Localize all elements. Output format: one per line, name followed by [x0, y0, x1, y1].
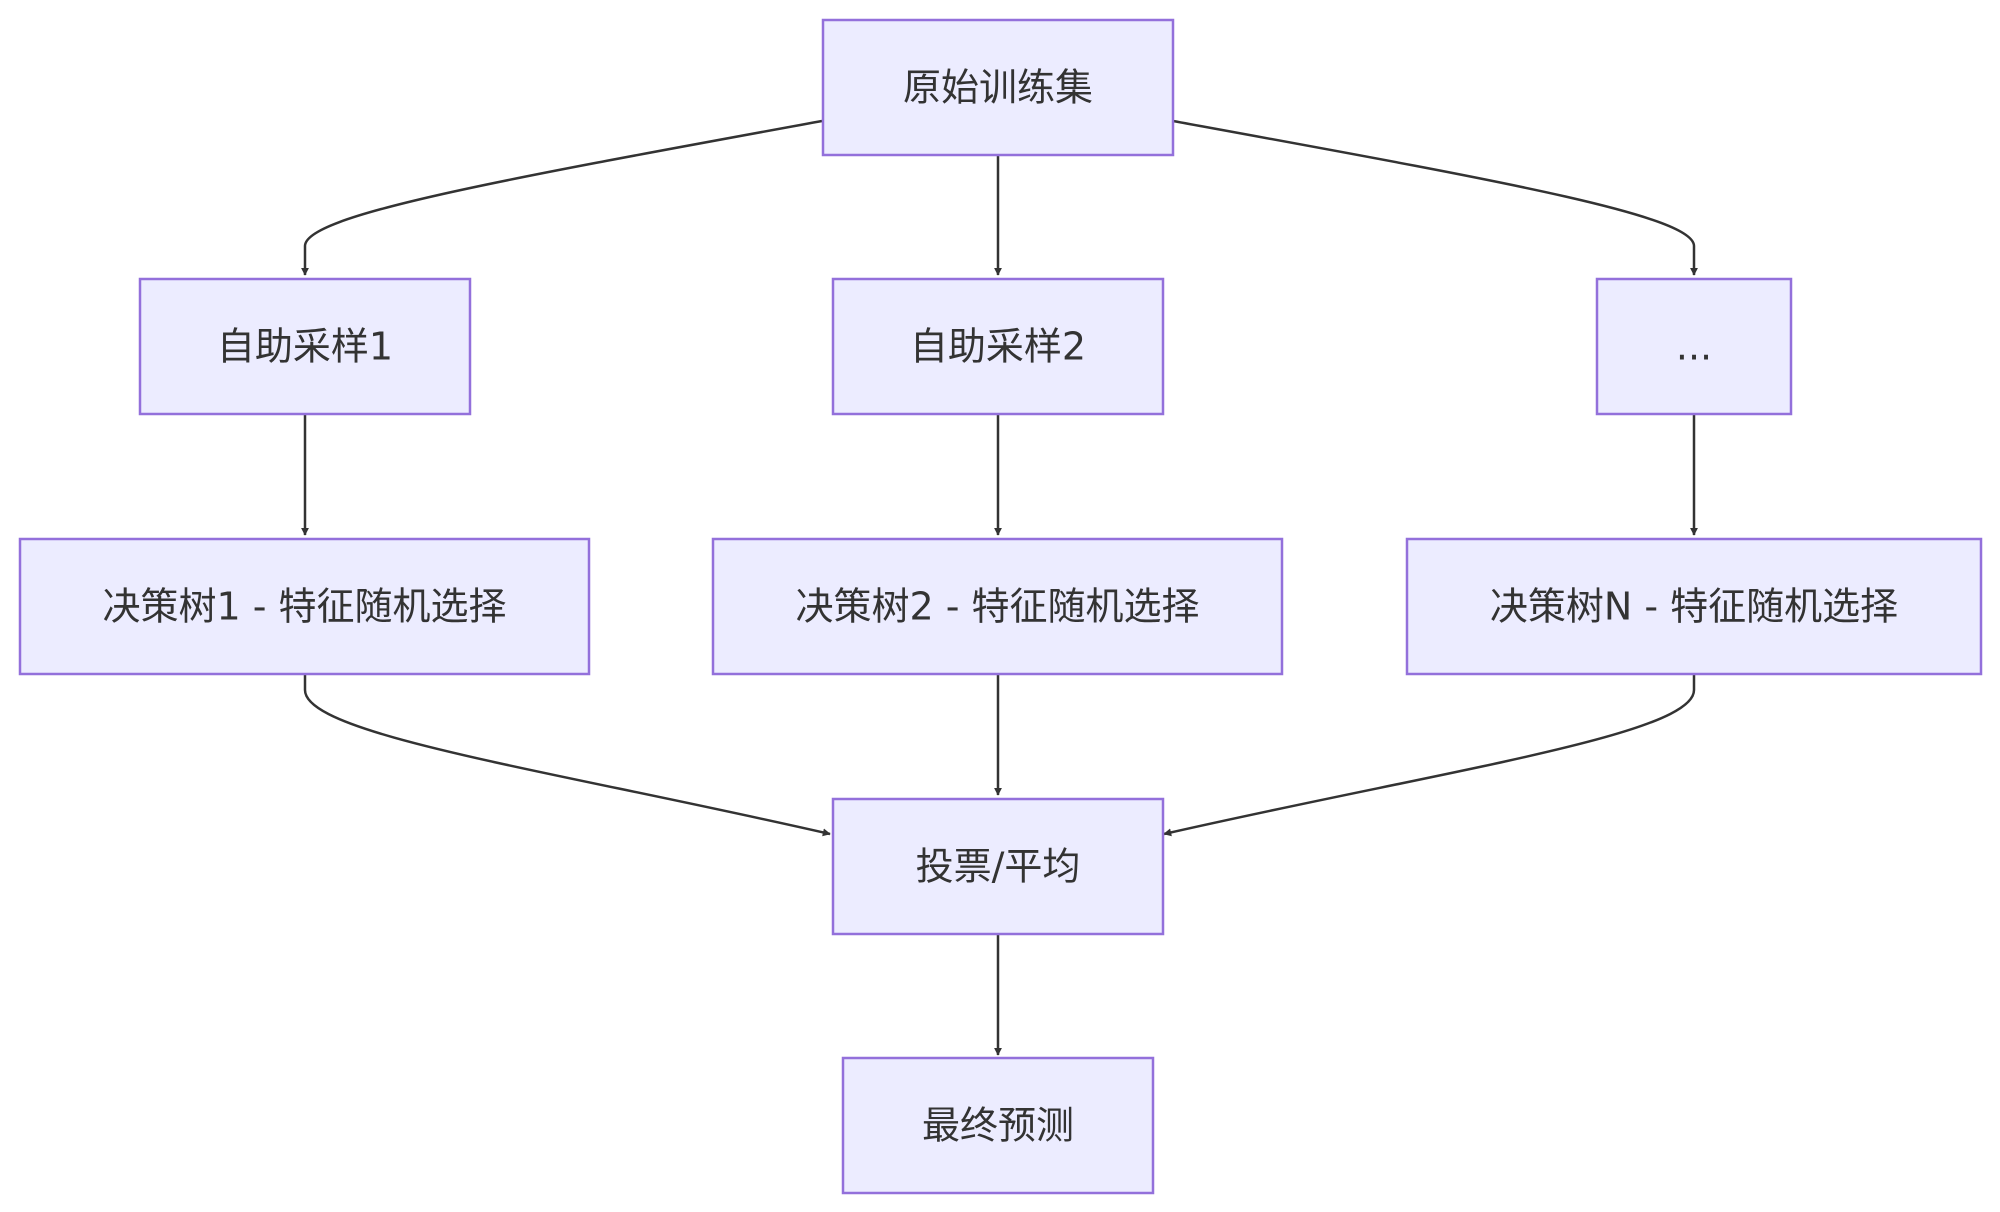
node-label: ... [1676, 325, 1712, 369]
node-label: 自助采样1 [217, 325, 393, 369]
node-ellipsis: ... [1595, 277, 1793, 416]
node-label: 自助采样2 [910, 325, 1086, 369]
node-bootstrap-sample-2: 自助采样2 [831, 277, 1165, 416]
node-vote-average: 投票/平均 [831, 797, 1165, 936]
node-label: 决策树1 - 特征随机选择 [102, 585, 506, 629]
node-decision-tree-1: 决策树1 - 特征随机选择 [18, 537, 591, 676]
edge-original-to-ellipsis [1172, 119, 1698, 276]
node-decision-tree-2: 决策树2 - 特征随机选择 [711, 537, 1284, 676]
node-box [18, 537, 591, 676]
node-box [1405, 537, 1983, 676]
node-final-prediction: 最终预测 [841, 1056, 1155, 1195]
edge-tree-1-to-vote [303, 674, 831, 837]
node-label: 决策树2 - 特征随机选择 [795, 585, 1199, 629]
node-box [821, 18, 1175, 157]
node-box [841, 1056, 1155, 1195]
edge-original-to-sample-1 [301, 119, 823, 276]
node-bootstrap-sample-1: 自助采样1 [138, 277, 472, 416]
node-box [831, 797, 1165, 936]
node-label: 决策树N - 特征随机选择 [1490, 585, 1898, 629]
node-original-training-set: 原始训练集 [821, 18, 1175, 157]
node-box [711, 537, 1284, 676]
node-label: 最终预测 [922, 1104, 1074, 1148]
edges [301, 119, 1698, 1056]
node-decision-tree-n: 决策树N - 特征随机选择 [1405, 537, 1983, 676]
node-box [831, 277, 1165, 416]
node-label: 投票/平均 [916, 845, 1081, 889]
node-box [1595, 277, 1793, 416]
node-label: 原始训练集 [903, 66, 1093, 110]
edge-tree-n-to-vote [1163, 674, 1696, 837]
node-box [138, 277, 472, 416]
